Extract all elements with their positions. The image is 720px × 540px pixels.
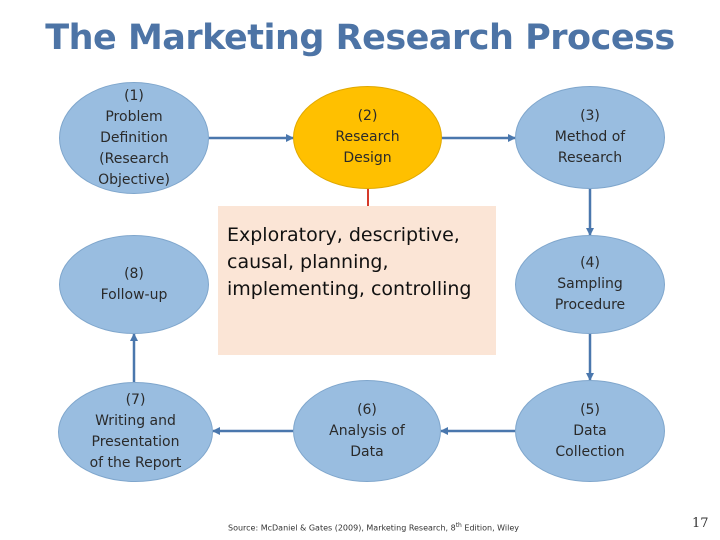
step-7-writing-and-presentation: (7) Writing and Presentation of the Repo… [58,382,213,482]
step-2-label: (2) Research Design [335,108,400,166]
step-2-research-design: (2) Research Design [293,86,442,189]
source-suffix: Edition, Wiley [461,523,519,533]
step-8-label: (8) Follow-up [100,265,168,303]
step-7-label: (7) Writing and Presentation of the Repo… [89,392,182,471]
step-5-data-collection: (5) Data Collection [515,380,665,482]
step-6-analysis-of-data: (6) Analysis of Data [293,380,441,482]
step-8-follow-up: (8) Follow-up [59,235,209,334]
source-prefix: Source: McDaniel & Gates (2009), Marketi… [228,523,456,533]
research-design-types-callout: Exploratory, descriptive, causal, planni… [218,206,496,355]
callout-text: Exploratory, descriptive, causal, planni… [227,224,472,300]
step-1-problem-definition: (1) Problem Definition (Research Objecti… [59,82,209,194]
step-5-label: (5) Data Collection [555,401,625,460]
step-3-method-of-research: (3) Method of Research [515,86,665,189]
step-3-label: (3) Method of Research [554,108,626,166]
step-4-sampling-procedure: (4) Sampling Procedure [515,235,665,334]
slide-title: The Marketing Research Process [45,18,675,58]
step-6-label: (6) Analysis of Data [329,401,405,460]
step-4-label: (4) Sampling Procedure [554,255,626,313]
source-citation: Source: McDaniel & Gates (2009), Marketi… [228,522,519,533]
step-1-label: (1) Problem Definition (Research Objecti… [98,87,170,188]
source-superscript: th [455,522,462,529]
page-number: 17 [692,516,709,531]
